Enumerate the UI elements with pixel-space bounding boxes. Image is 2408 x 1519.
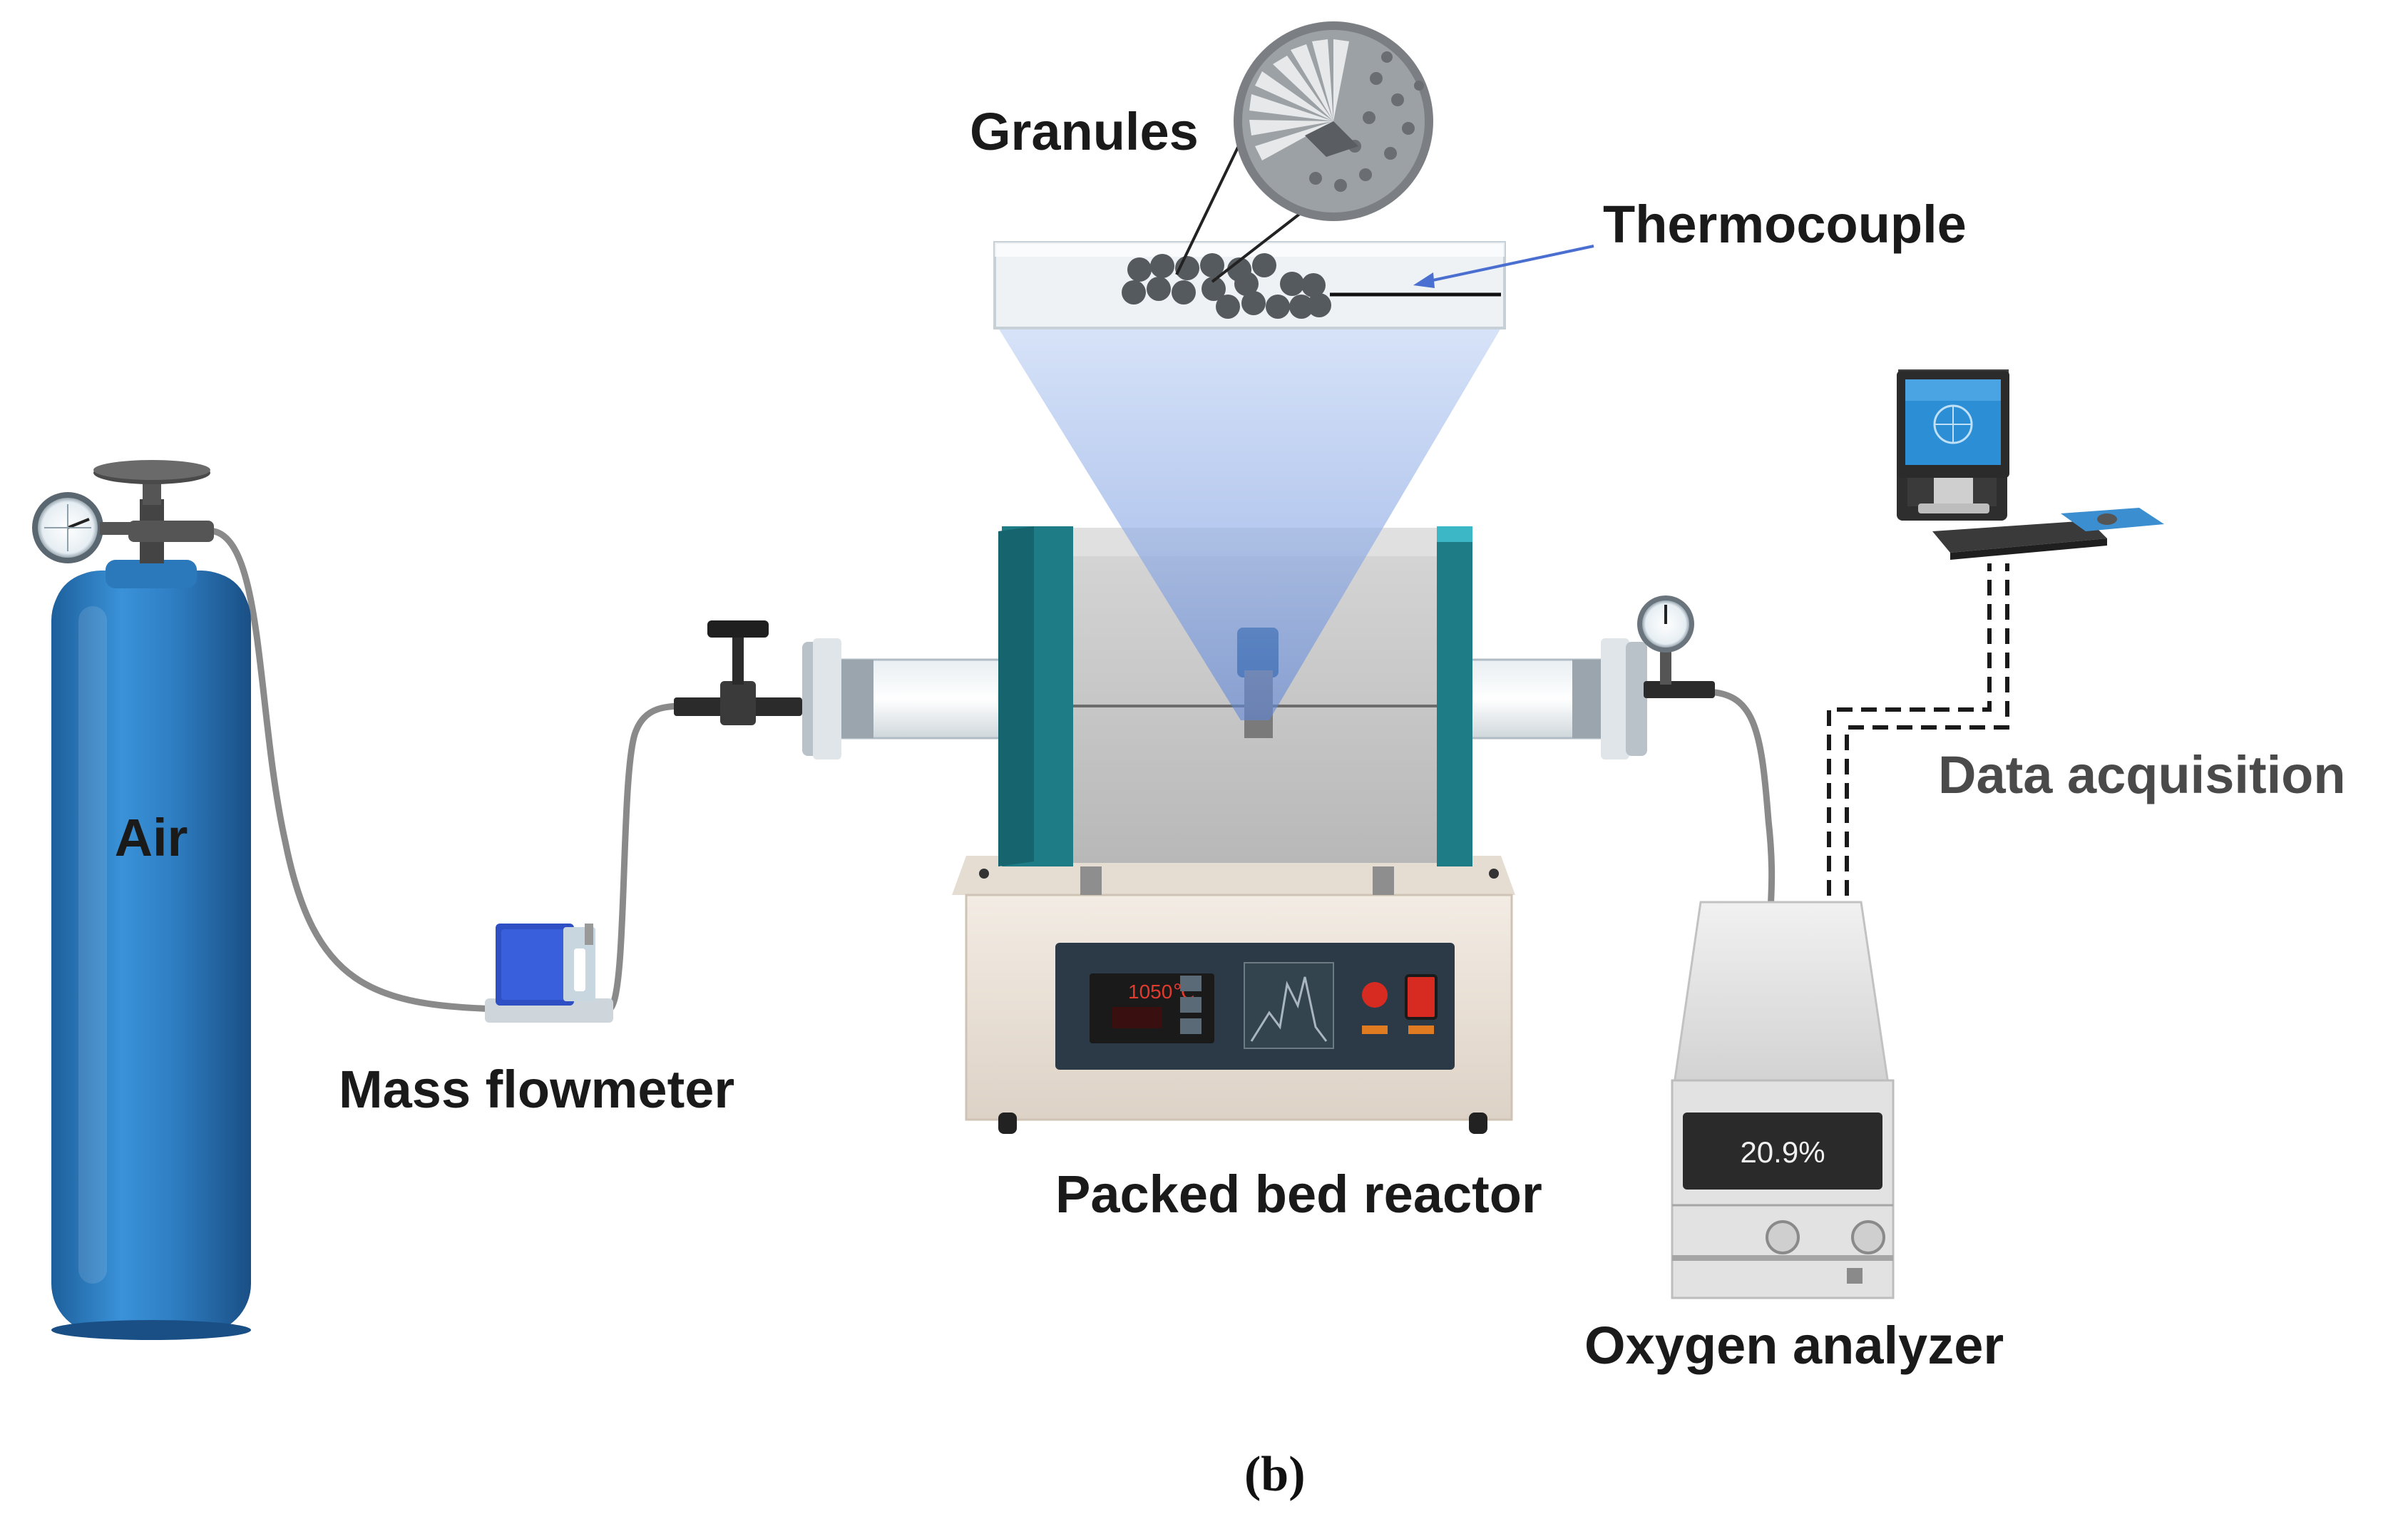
gas-lines bbox=[210, 528, 1776, 1013]
thermocouple-label: Thermocouple bbox=[1603, 195, 1967, 254]
cylinder-pressure-gauge bbox=[32, 492, 135, 563]
granule-magnifier bbox=[1175, 21, 1433, 283]
packed-bed-reactor-label: Packed bed reactor bbox=[1055, 1165, 1542, 1224]
thermocouple-pointer bbox=[1413, 245, 1594, 288]
furnace-control-panel: 1050℃ bbox=[1055, 943, 1455, 1070]
flowmeter-to-reactor-line bbox=[606, 702, 709, 1013]
data-cable bbox=[1827, 563, 2009, 920]
air-label: Air bbox=[115, 808, 188, 867]
outlet-pressure-gauge bbox=[1637, 595, 1694, 685]
granule-tube bbox=[993, 241, 1506, 329]
data-acquisition-monitor bbox=[1897, 371, 2009, 513]
air-cylinder: Air bbox=[32, 460, 251, 1340]
inlet-valve bbox=[674, 620, 802, 725]
mass-flowmeter-label: Mass flowmeter bbox=[339, 1060, 734, 1119]
reactor-to-analyzer-line bbox=[1701, 688, 1776, 916]
oxygen-analyzer: 20.9% bbox=[1671, 901, 1895, 1299]
zoom-beam bbox=[998, 328, 1501, 720]
keyboard bbox=[1932, 521, 2107, 560]
mass-flowmeter bbox=[485, 924, 613, 1023]
data-acquisition-label: Data acquisition bbox=[1938, 745, 2346, 804]
oxygen-reading-display: 20.9% bbox=[1740, 1135, 1825, 1169]
granules bbox=[1122, 253, 1331, 319]
cylinder-to-flowmeter-line bbox=[210, 528, 503, 1013]
granules-label: Granules bbox=[970, 102, 1199, 161]
oxygen-analyzer-label: Oxygen analyzer bbox=[1584, 1316, 2004, 1375]
figure-caption: (b) bbox=[1244, 1447, 1306, 1502]
mouse-pad bbox=[2061, 508, 2164, 531]
